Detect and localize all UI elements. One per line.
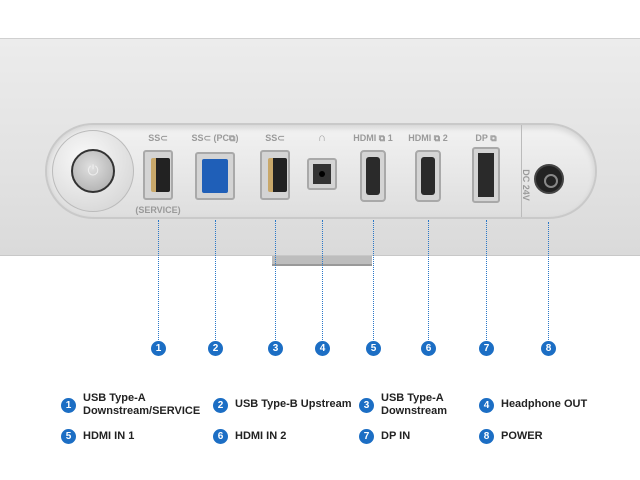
legend-item-2: USB Type-B Upstream: [235, 398, 352, 410]
callout-number-3: 3: [268, 341, 283, 356]
callout-number-8: 8: [541, 341, 556, 356]
legend-text: USB Type-A: [381, 392, 444, 404]
headphone-icon: ∩: [318, 132, 326, 144]
legend-number-4: 4: [479, 398, 494, 413]
legend-number-3: 3: [359, 398, 374, 413]
port-6-label: HDMI ⧉ 2: [408, 133, 448, 143]
legend-number-2: 2: [213, 398, 228, 413]
legend-item-8: POWER: [501, 430, 543, 442]
panel-divider: [521, 125, 522, 217]
port-8-label: DC 24V: [520, 169, 531, 201]
usb-a-downstream-port: [260, 150, 290, 200]
port-3-label: SS⊂: [265, 133, 285, 143]
power-icon: ⏻: [87, 162, 99, 178]
callout-line-5: [373, 220, 374, 340]
callout-number-2: 2: [208, 341, 223, 356]
callout-number-7: 7: [479, 341, 494, 356]
port-7-label: DP ⧉: [475, 133, 497, 143]
callout-line-8: [548, 222, 549, 342]
callout-line-1: [158, 220, 159, 340]
hdmi-2-port: [415, 150, 441, 202]
callout-line-4: [322, 220, 323, 340]
port-2-label: SS⊂ (PC⧉): [191, 133, 239, 143]
legend-item-4: Headphone OUT: [501, 398, 588, 410]
callout-number-5: 5: [366, 341, 381, 356]
dc-power-port: [534, 164, 564, 194]
legend-item-7: DP IN: [381, 430, 411, 442]
callout-line-6: [428, 220, 429, 340]
callout-number-4: 4: [315, 341, 330, 356]
legend-number-6: 6: [213, 429, 228, 444]
port-1-service-label: (SERVICE): [135, 205, 181, 215]
hdmi-1-port: [360, 150, 386, 202]
legend-item-5: HDMI IN 1: [83, 430, 135, 442]
power-button[interactable]: [71, 149, 115, 193]
legend-text: USB Type-A: [83, 392, 146, 404]
dp-port: [472, 147, 500, 203]
port-1-label: SS⊂: [148, 133, 168, 143]
usb-b-upstream-port: [195, 152, 235, 200]
headphone-port: [307, 158, 337, 190]
usb-a-service-port: [143, 150, 173, 200]
legend-number-1: 1: [61, 398, 76, 413]
legend-number-8: 8: [479, 429, 494, 444]
callout-number-1: 1: [151, 341, 166, 356]
power-button-ring: [52, 130, 134, 212]
legend-text: Downstream: [381, 405, 448, 417]
callout-line-2: [215, 220, 216, 340]
legend-number-5: 5: [61, 429, 76, 444]
legend-number-7: 7: [359, 429, 374, 444]
legend-item-6: HDMI IN 2: [235, 430, 287, 442]
callout-line-3: [275, 220, 276, 340]
port-5-label: HDMI ⧉ 1: [353, 133, 393, 143]
callout-line-7: [486, 220, 487, 340]
callout-number-6: 6: [421, 341, 436, 356]
legend-text: Downstream/SERVICE: [83, 405, 201, 417]
